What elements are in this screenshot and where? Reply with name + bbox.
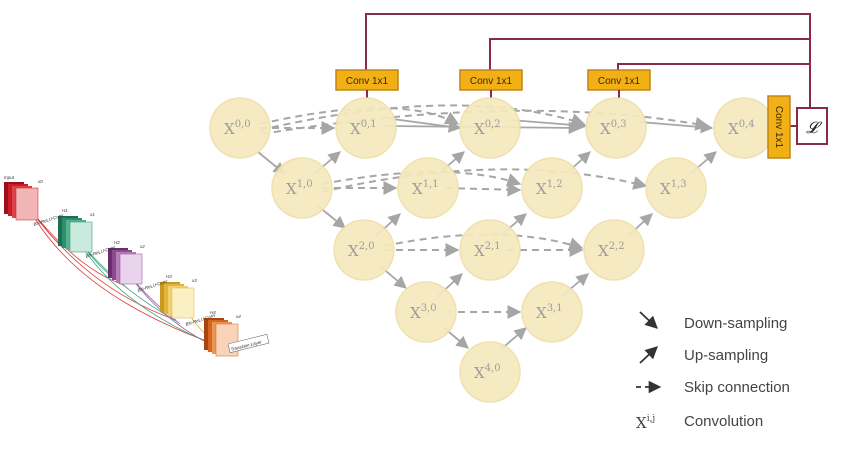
node-x10-circle <box>271 157 333 219</box>
loss-box: 𝓛 <box>796 107 828 145</box>
input-block: Input <box>4 175 39 221</box>
node-x31: X3,1 <box>521 281 583 343</box>
node-x22-circle <box>583 219 645 281</box>
node-x02-label: X0,2 <box>474 119 501 138</box>
skip-arrow-x03-x04 <box>639 120 714 134</box>
node-x22: X2,2 <box>583 219 645 281</box>
node-x03-circle <box>585 97 647 159</box>
node-x21-label: X2,1 <box>474 241 501 260</box>
skip-x10-x13 <box>321 168 648 193</box>
node-x12-label: X1,2 <box>536 179 563 198</box>
node-x01: X0,1 <box>335 97 397 159</box>
node-x20: X2,0 <box>333 219 395 281</box>
node-x20-circle <box>333 219 395 281</box>
node-x02: X0,2 <box>459 97 521 159</box>
up-sampling-arrow-icon <box>639 346 658 364</box>
h2-label: H2 <box>114 240 120 245</box>
input-label: Input <box>4 175 15 180</box>
legend-down-sampling-label: Down-sampling <box>684 315 787 332</box>
node-x02-circle <box>459 97 521 159</box>
legend-convolution-label: Convolution <box>684 413 763 430</box>
legend-up-sampling: Up-sampling <box>639 346 768 364</box>
legend: Down-sampling Up-sampling Skip connectio… <box>636 311 790 432</box>
x0-label: x0 <box>37 179 43 184</box>
h1-block: H1 <box>58 208 93 253</box>
deep-supervision-lines <box>365 13 811 127</box>
x3-label: x3 <box>191 278 197 283</box>
conv-box-2: Conv 1x1 <box>459 69 523 91</box>
node-x03-label: X0,3 <box>600 119 627 138</box>
node-x40-circle <box>459 341 521 403</box>
skip-x00-x03 <box>259 104 586 131</box>
node-x00-label: X0,0 <box>224 119 251 138</box>
node-x20-label: X2,0 <box>348 241 375 260</box>
node-x11-circle <box>397 157 459 219</box>
node-x13-label: X1,3 <box>660 179 687 198</box>
nodes: X0,0 X0,1 X0,2 X0,3 X0,4X1,0 X1,1 X1,2 X1,3X2,0… <box>209 97 775 403</box>
node-x04-label: X0,4 <box>728 119 755 138</box>
h4-label: H4 <box>210 310 216 315</box>
supervision-line-2 <box>489 38 810 70</box>
node-x10-label: X1,0 <box>286 179 313 198</box>
conv-box-4-label: Conv 1x1 <box>773 106 784 149</box>
x4-label: x4 <box>235 314 241 319</box>
node-x40: X4,0 <box>459 341 521 403</box>
legend-up-sampling-label: Up-sampling <box>684 347 768 364</box>
node-x01-label: X0,1 <box>350 119 377 138</box>
conv-box-1-label: Conv 1x1 <box>346 76 389 87</box>
node-x13: X1,3 <box>645 157 707 219</box>
node-x11: X1,1 <box>397 157 459 219</box>
node-x21-circle <box>459 219 521 281</box>
node-x12: X1,2 <box>521 157 583 219</box>
node-x31-circle <box>521 281 583 343</box>
node-x30: X3,0 <box>395 281 457 343</box>
node-x00: X0,0 <box>209 97 271 159</box>
conv-box-1: Conv 1x1 <box>335 69 399 91</box>
conv-box-2-label: Conv 1x1 <box>470 76 513 87</box>
node-x30-label: X3,0 <box>410 303 437 322</box>
densenet-inset: Input H1 H2 H3 <box>4 175 270 357</box>
down-sampling-arrow-icon <box>639 311 658 329</box>
node-x10: X1,0 <box>271 157 333 219</box>
node-x40-label: X4,0 <box>474 363 501 382</box>
node-x12-circle <box>521 157 583 219</box>
legend-convolution: Xi,j Convolution <box>636 413 763 432</box>
conv-box-4: Conv 1x1 <box>767 95 791 159</box>
legend-down-sampling: Down-sampling <box>639 311 787 332</box>
supervision-line-3 <box>617 63 810 70</box>
node-x31-label: X3,1 <box>536 303 563 322</box>
h1-label: H1 <box>62 208 68 213</box>
x1-label: x1 <box>89 212 95 217</box>
x2-label: x2 <box>139 244 145 249</box>
supervision-line-1 <box>365 13 811 108</box>
convolution-symbol: Xi,j <box>636 414 655 432</box>
legend-skip-connection: Skip connection <box>636 379 790 396</box>
legend-skip-connection-label: Skip connection <box>684 379 790 396</box>
node-x01-circle <box>335 97 397 159</box>
h3-block: H3 <box>160 274 195 319</box>
node-x22-label: X2,2 <box>598 241 625 260</box>
h3-label: H3 <box>166 274 172 279</box>
node-x03: X0,3 <box>585 97 647 159</box>
node-x04: X0,4 <box>713 97 775 159</box>
node-x11-label: X1,1 <box>412 179 439 198</box>
h2-block: H2 <box>108 240 143 285</box>
conv-box-3-label: Conv 1x1 <box>598 76 641 87</box>
node-x21: X2,1 <box>459 219 521 281</box>
conv-box-3: Conv 1x1 <box>587 69 651 91</box>
node-x00-circle <box>209 97 271 159</box>
node-x30-circle <box>395 281 457 343</box>
node-x13-circle <box>645 157 707 219</box>
